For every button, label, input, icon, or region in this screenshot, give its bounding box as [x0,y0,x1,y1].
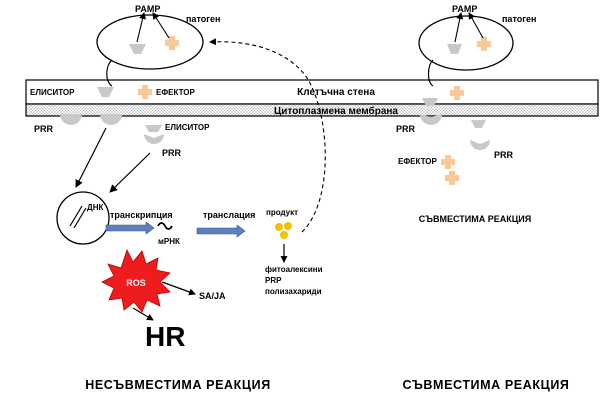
incompatible-reaction-title: НЕСЪВМЕСТИМА РЕАКЦИЯ [85,378,271,392]
prr-receptor-left-2 [100,114,122,125]
ros-arrow-sa [161,281,196,296]
mrna-label: мРНК [158,237,180,246]
pamp-arrow-left-2 [152,12,170,39]
pamp-arrow-right-2 [468,12,484,39]
ros-label: ROS [126,278,146,288]
prr-receptor-left-1 [60,114,82,125]
effector-shape-right-top [477,37,491,51]
effector-shape-right-wall [450,86,464,100]
pamp-bound-right [422,98,438,106]
feedback-dashed-arrow [209,38,326,233]
dna-strand-1 [69,205,83,227]
sa-ja-label: SA/JA [199,291,226,301]
prr-receptor-right-1 [420,114,442,125]
membrane-label: Цитоплазмена мембрана [274,105,398,117]
pathogen-cell-right [418,15,514,71]
hr-label: HR [145,321,185,352]
polysaccharides-label: полизахариди [265,287,322,296]
product-dot-1 [275,223,283,231]
pamp-label-right: PAMP [452,4,477,14]
compatible-reaction-title: СЪВМЕСТИМА РЕАКЦИЯ [403,378,570,392]
prr-label-left: PRR [34,124,54,134]
effector-label-top: ЕФЕКТОР [156,88,195,97]
cell-wall-label: Клетъчна стена [297,87,375,98]
translation-label: транслация [203,210,255,220]
effector-label-right: ЕФЕКТОР [398,157,437,166]
prr-label-right-1: PRR [396,124,416,134]
signal-arrow-2 [109,152,151,193]
pamp-shape-left [129,44,146,54]
prr-label-mid: PRR [162,148,182,158]
pamp-shape-right [447,44,462,54]
elicitor-label-top: ЕЛИСИТОР [30,88,75,97]
effector-shape-right-2 [445,171,459,185]
pathogen-flagellum-left [106,59,113,87]
prr-receptor-right-2 [470,140,490,150]
effector-shape-right-1 [441,155,455,169]
dna-label: ДНК [87,203,103,212]
phytoalexins-label: фитоалексини [265,265,323,274]
product-dot-3 [280,231,288,239]
pamp-label-left: PAMP [135,4,160,14]
compatible-reaction-mid: СЪВМЕСТИМА РЕАКЦИЯ [419,214,531,224]
ros-burst [101,248,171,313]
elicitor-shape-top [97,87,114,97]
nucleus [56,191,110,245]
product-label: продукт [266,208,298,217]
pamp-arrow-right-1 [454,12,464,43]
pathogen-label-right: патоген [502,14,536,24]
effector-shape-top [138,85,152,99]
pathogen-flagellum-right [427,59,434,87]
effector-shape-left [165,36,179,50]
membrane-band [25,103,599,117]
elicitor-shape-mid [145,125,162,132]
prr-label-right-2: PRR [494,150,514,160]
dna-strand-2 [73,207,87,229]
pamp-free-right [471,120,486,128]
transcription-arrow [105,221,155,235]
pamp-arrow-left-1 [136,12,146,43]
pathogen-cell-left [96,14,204,70]
translation-arrow [196,224,246,238]
prp-label: PRP [265,276,282,285]
cell-wall-band [25,79,599,105]
ros-arrow-hr [132,307,154,321]
signal-arrow-1 [75,127,107,188]
prr-receptor-mid [144,134,164,145]
product-dot-2 [284,222,292,230]
mrna-squiggle [157,222,173,230]
pathogen-label-left: патоген [186,14,220,24]
elicitor-label-mid: ЕЛИСИТОР [165,123,210,132]
transcription-label: транскрипция [110,210,173,220]
